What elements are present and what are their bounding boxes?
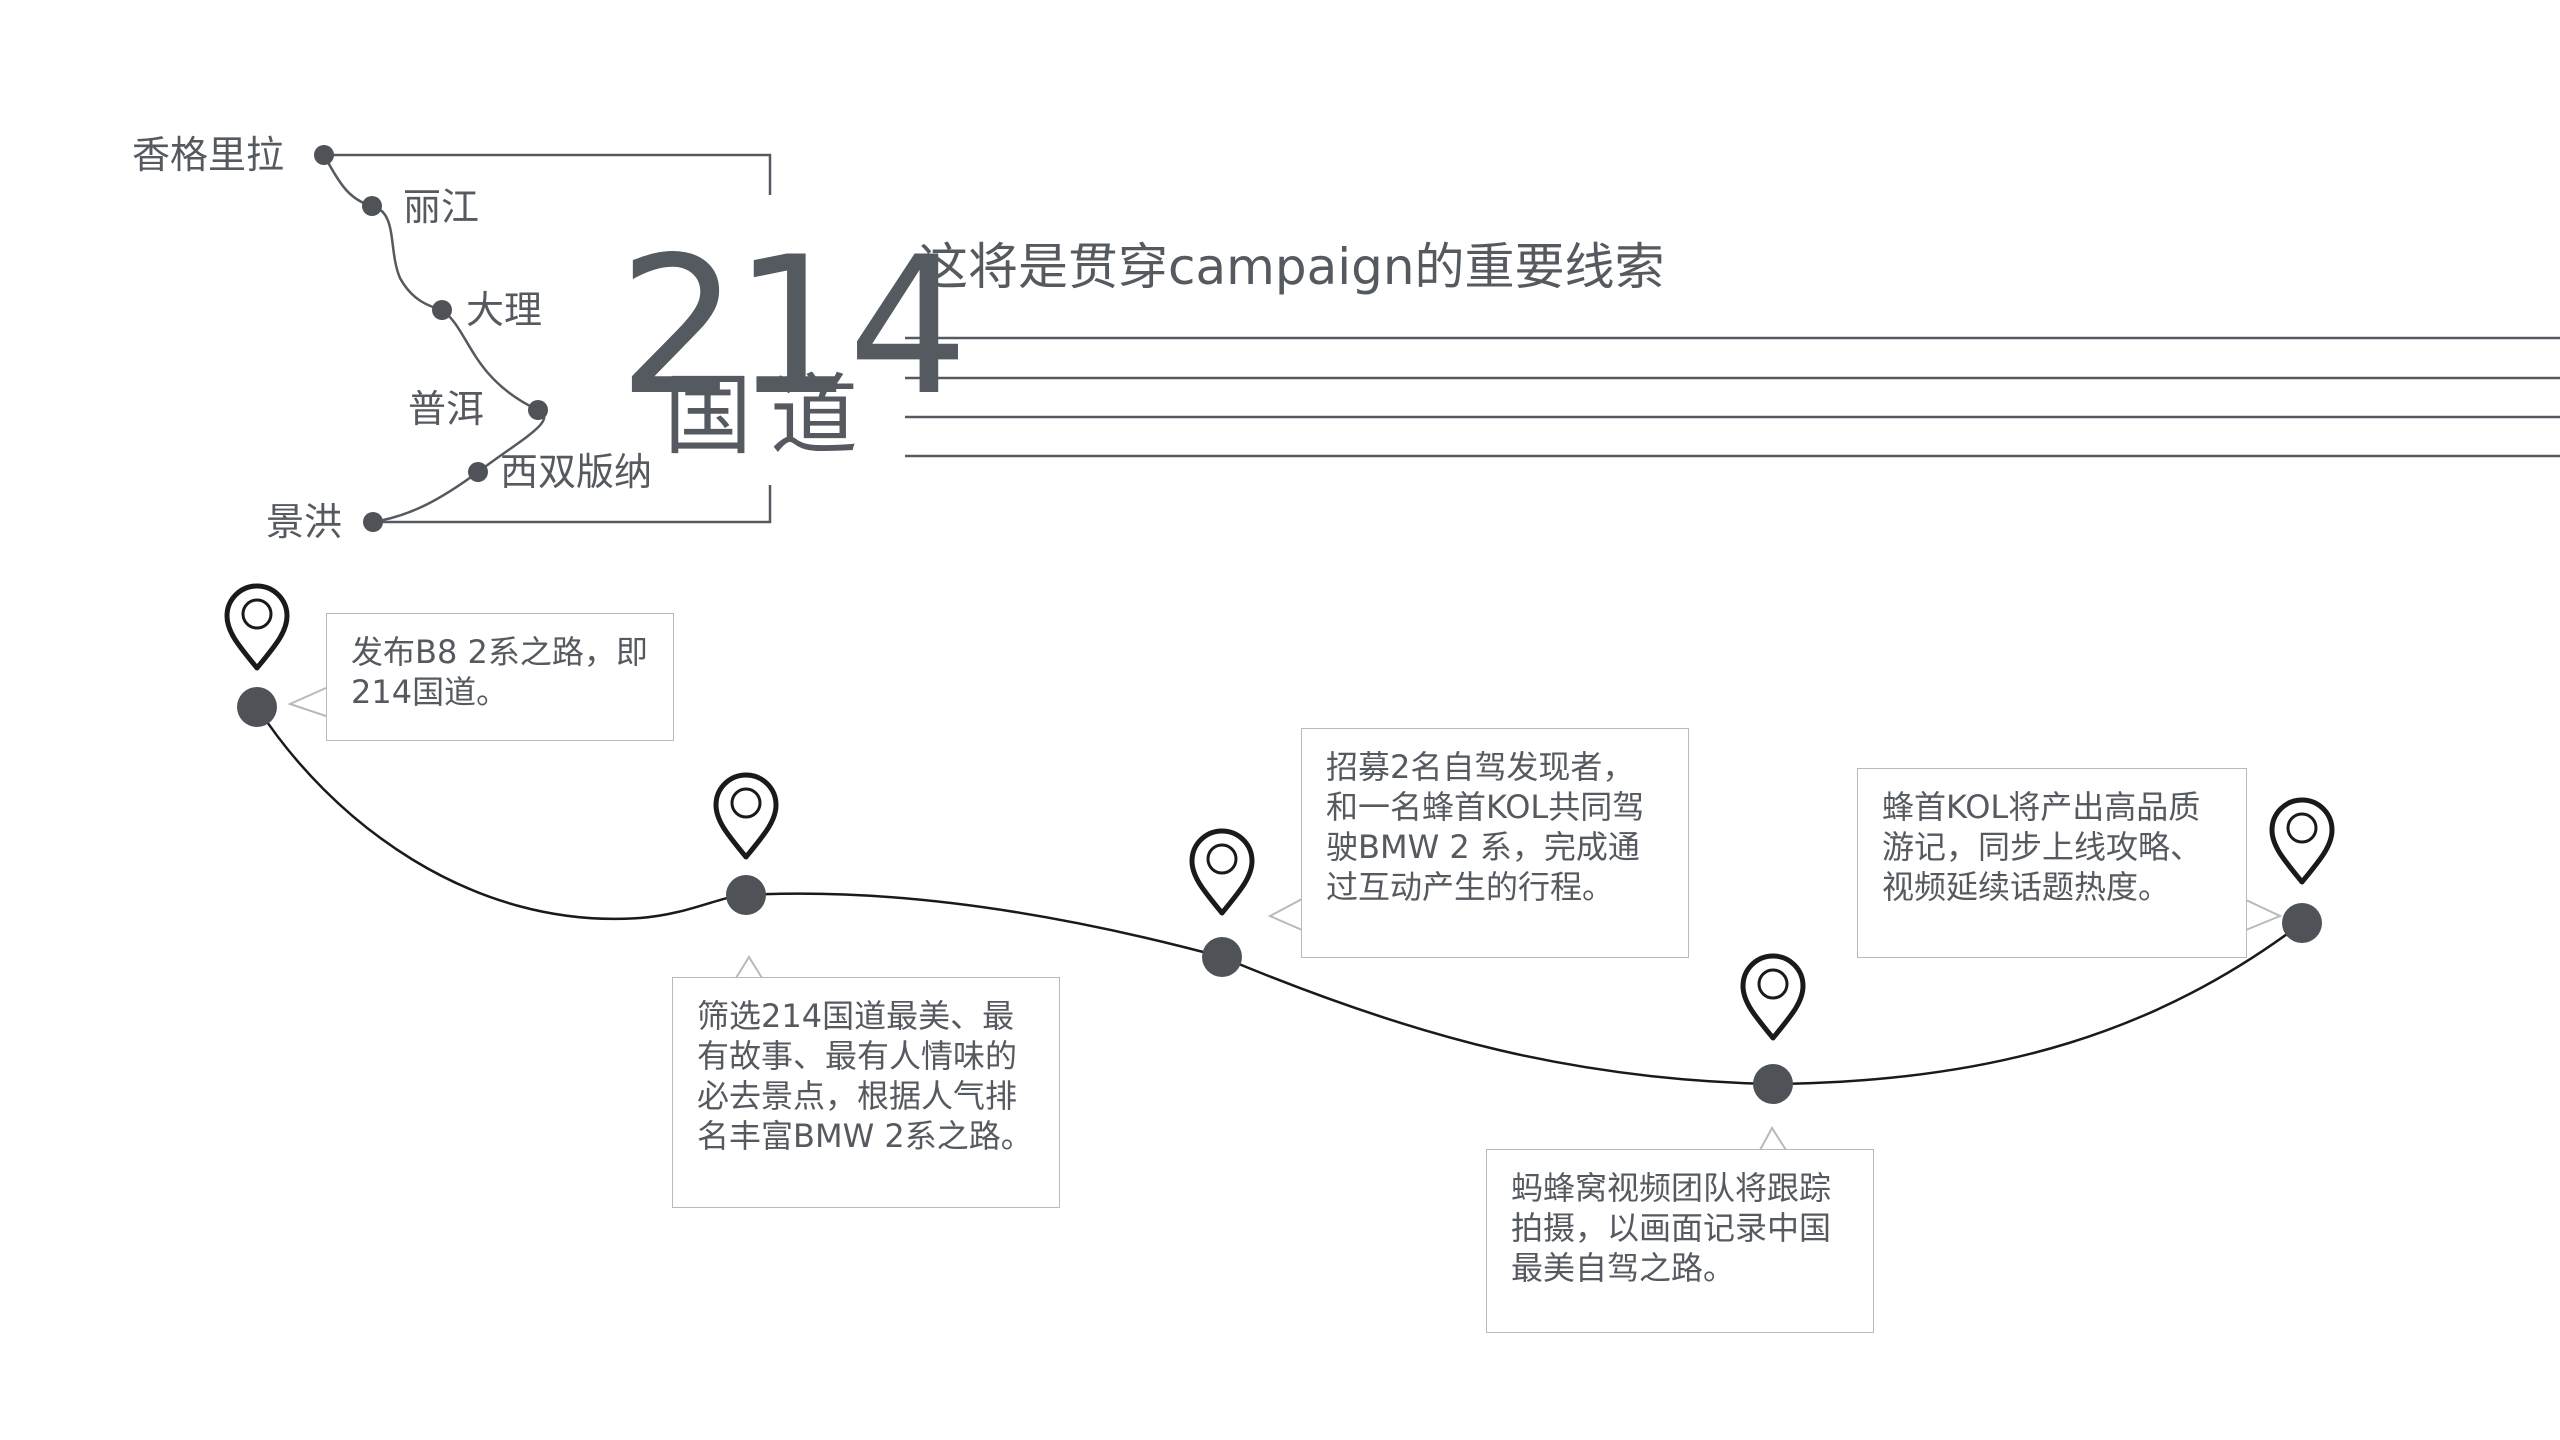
timeline-curve — [255, 706, 2303, 1086]
timeline-step-3: 招募2名自驾发现者，和一名蜂首KOL共同驾驶BMW 2 系，完成通过互动产生的行… — [1301, 728, 1689, 958]
route-dot-3 — [432, 300, 452, 320]
route-dot-6 — [363, 512, 383, 532]
callout-pointer-5 — [2245, 899, 2283, 931]
city-label-xishuangbanna: 西双版纳 — [500, 450, 653, 494]
route-subtitle: 国道 — [664, 364, 877, 467]
route-dot-5 — [468, 462, 488, 482]
map-pin-icon-2 — [713, 772, 779, 860]
timeline-dot-3 — [1202, 937, 1242, 977]
timeline-step-4: 蚂蜂窝视频团队将跟踪拍摄，以画面记录中国最美自驾之路。 — [1486, 1149, 1874, 1333]
map-pin-icon-4 — [1740, 953, 1806, 1041]
timeline-step-2: 筛选214国道最美、最有故事、最有人情味的必去景点，根据人气排名丰富BMW 2系… — [672, 977, 1060, 1208]
map-pin-icon-3 — [1189, 828, 1255, 916]
callout-pointer-4 — [1759, 1126, 1787, 1151]
route-dot-2 — [362, 196, 382, 216]
city-label-jinghong: 景洪 — [266, 500, 343, 544]
timeline-dot-1 — [237, 687, 277, 727]
callout-pointer-1 — [287, 687, 327, 717]
timeline-dot-4 — [1753, 1064, 1793, 1104]
map-pin-icon-5 — [2269, 797, 2335, 885]
map-pin-icon-1 — [224, 583, 290, 671]
timeline-dot-2 — [726, 875, 766, 915]
route-dot-4 — [528, 400, 548, 420]
city-label-shangri-la: 香格里拉 — [132, 133, 285, 177]
route-bracket — [324, 153, 772, 524]
timeline-step-5: 蜂首KOL将产出高品质游记，同步上线攻略、视频延续话题热度。 — [1857, 768, 2247, 958]
callout-pointer-2 — [735, 955, 763, 979]
timeline-step-1: 发布B8 2系之路，即214国道。 — [326, 613, 674, 741]
city-label-puer: 普洱 — [408, 387, 485, 431]
city-label-lijiang: 丽江 — [403, 185, 480, 229]
timeline-dot-5 — [2282, 903, 2322, 943]
callout-pointer-3 — [1267, 898, 1303, 931]
route-number: 214 — [618, 216, 969, 437]
route-dot-1 — [314, 145, 334, 165]
city-label-dali: 大理 — [466, 288, 543, 332]
headline: 这将是贯穿campaign的重要线索 — [918, 238, 1665, 296]
